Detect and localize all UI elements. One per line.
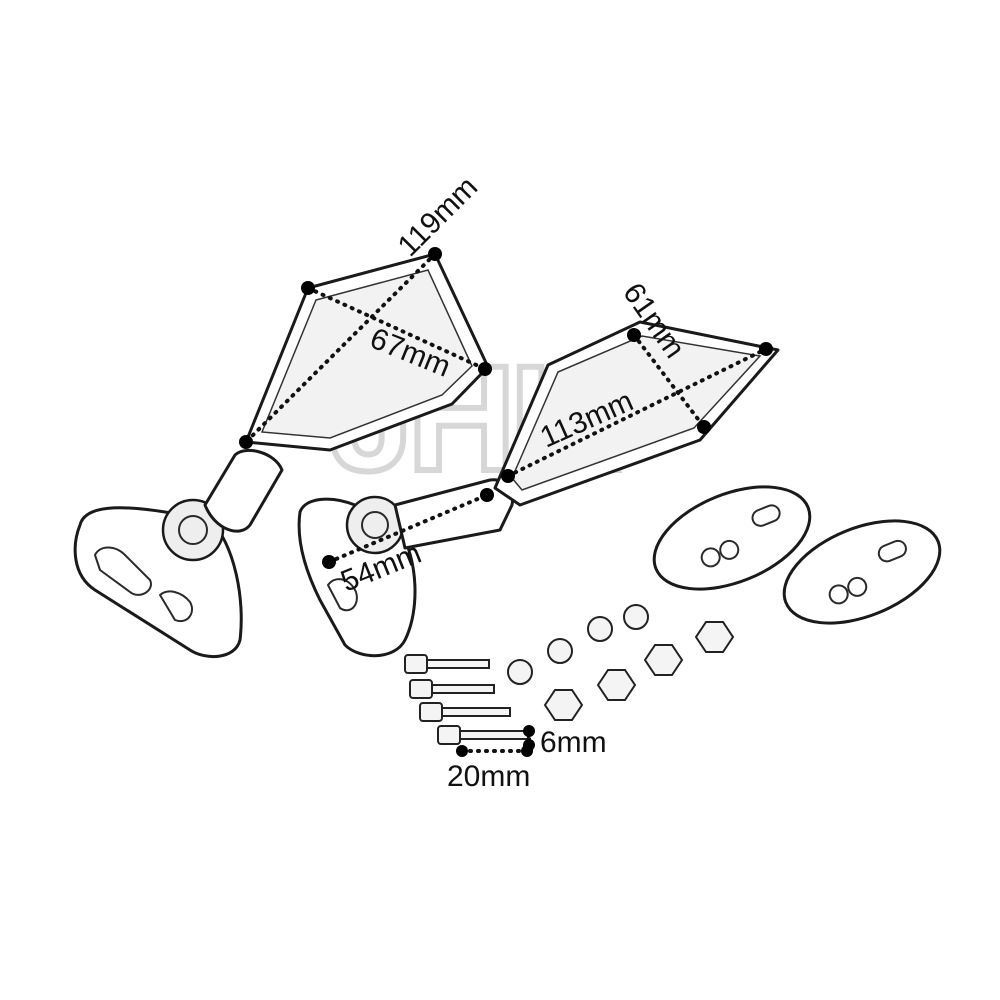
dimension-annotations: 119mm 67mm 61mm 113mm 54mm 6mm 20mm [239,170,773,793]
bolt-head [437,725,461,745]
left-mirror-pivot [161,498,225,562]
dimension-label-6mm: 6mm [540,726,607,759]
bolt-head [404,654,428,674]
lock-washer [507,659,533,685]
dimension-label-20mm: 20mm [447,760,530,793]
right-mirror-pivot-bolt [361,511,389,539]
hex-nut [694,621,735,653]
dimension-line-113mm [506,347,768,478]
lock-washer [587,616,613,642]
right-mirror-base-slot [327,578,358,612]
gasket-plates [652,485,942,625]
hex-nut [596,669,637,701]
bolt-shaft [459,730,529,740]
bolt-shaft [431,684,495,694]
hardware-kit [404,604,735,745]
bolt-shaft [426,659,490,669]
left-mirror-pivot-bolt [178,515,208,545]
gasket-left [652,485,812,591]
lock-washer [547,638,573,664]
hex-nut [643,644,684,676]
dimension-line-61mm [632,333,706,429]
hex-nut [543,689,584,721]
left-mirror-base-slot [159,590,194,623]
lock-washer [623,604,649,630]
left-mirror-glass [260,269,473,439]
dimension-line-119mm [244,252,437,444]
dimension-line-67mm [306,286,487,371]
bolt-shaft [441,707,511,717]
left-mirror-stem [203,448,284,533]
bolt-head [409,679,433,699]
bolt-head [419,702,443,722]
left-mirror [73,252,490,659]
left-mirror-base-slot [94,546,152,596]
dimension-line-54mm [327,493,489,564]
gasket-right [782,519,942,625]
